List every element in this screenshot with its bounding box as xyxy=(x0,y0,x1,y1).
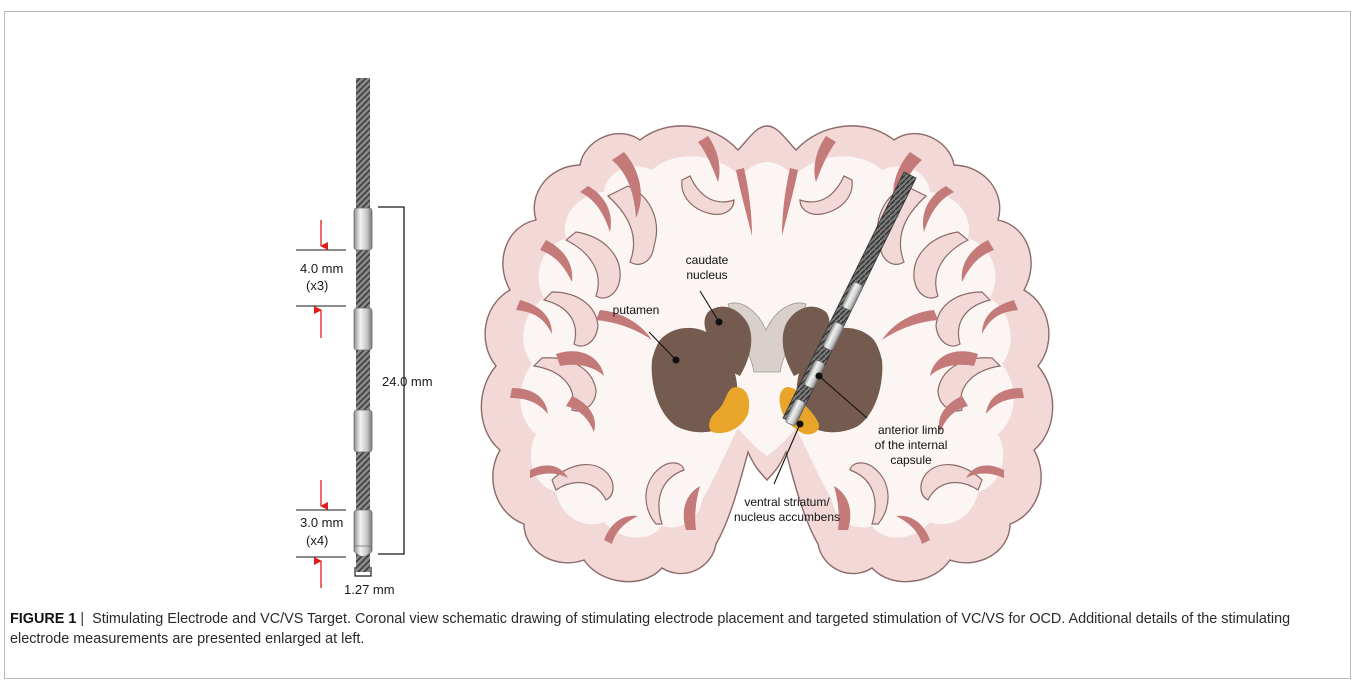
alic-label-line2: of the internal xyxy=(875,438,948,452)
diameter-label: 1.27 mm xyxy=(344,582,395,597)
figure-number: FIGURE 1 xyxy=(10,611,76,627)
caudate-label-line1: caudate xyxy=(686,253,729,267)
brain-coronal-section: caudate nucleus putamen anterior limb of… xyxy=(481,126,1052,582)
electrode-contact-4 xyxy=(354,510,372,548)
caudate-label-line2: nucleus xyxy=(686,268,727,282)
figure-artwork: 24.0 mm 4.0 mm (x3) 3.0 mm (x4) 1.27 mm xyxy=(0,0,1355,600)
caption-separator: | xyxy=(80,611,84,627)
vs-label-line1: ventral striatum/ xyxy=(744,495,830,509)
electrode-contact-3 xyxy=(354,410,372,452)
alic-label-line3: capsule xyxy=(890,453,932,467)
electrode-contact-2 xyxy=(354,308,372,350)
contact-label: 3.0 mm xyxy=(300,515,343,530)
electrode-diagram: 24.0 mm 4.0 mm (x3) 3.0 mm (x4) 1.27 mm xyxy=(296,78,433,597)
electrode-contact-1 xyxy=(354,208,372,250)
span-label: 24.0 mm xyxy=(382,374,433,389)
caption-text: Stimulating Electrode and VC/VS Target. … xyxy=(10,611,1290,647)
spacing-multiplier: (x3) xyxy=(306,278,328,293)
alic-label-line1: anterior limb xyxy=(878,423,944,437)
vs-label-line2: nucleus accumbens xyxy=(734,510,840,524)
figure-caption: FIGURE 1| Stimulating Electrode and VC/V… xyxy=(10,609,1340,649)
contact-multiplier: (x4) xyxy=(306,533,328,548)
putamen-label: putamen xyxy=(613,303,660,317)
spacing-label: 4.0 mm xyxy=(300,261,343,276)
